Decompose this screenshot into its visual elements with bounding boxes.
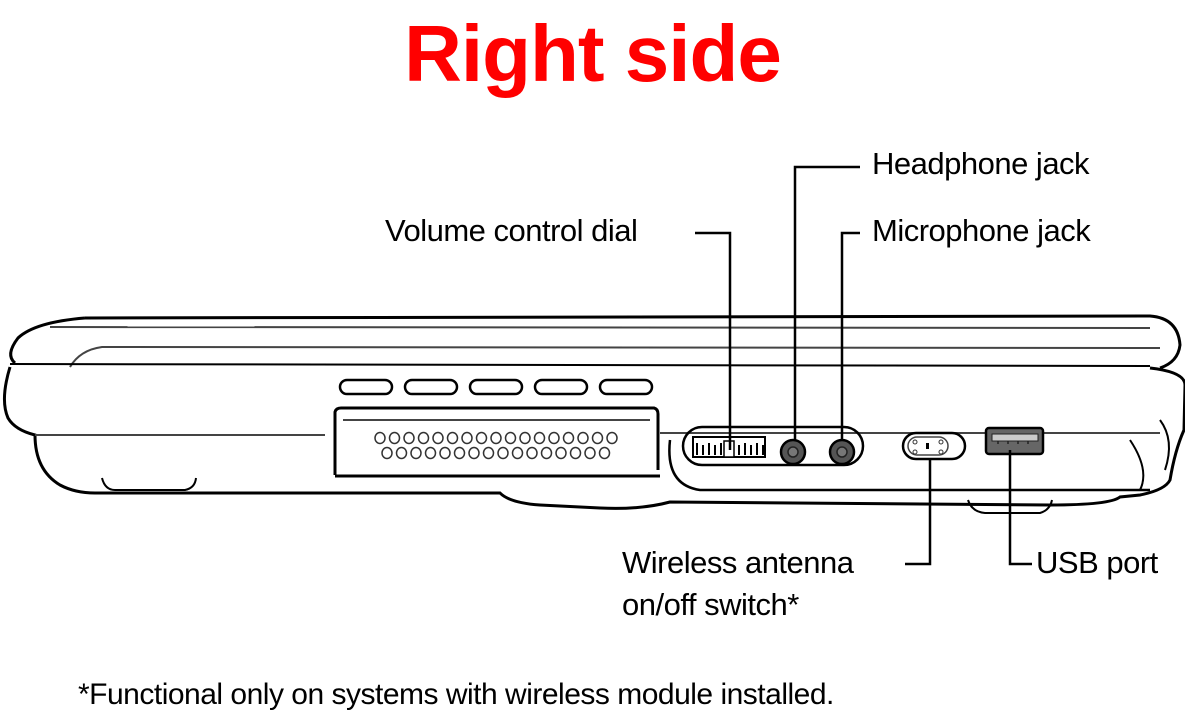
grille-hole: [497, 446, 509, 460]
grille-hole: [591, 431, 604, 445]
leader-usb: [1008, 450, 1032, 566]
label-headphone-jack: Headphone jack: [872, 146, 1090, 181]
microphone-jack-icon[interactable]: [828, 438, 856, 466]
laptop-body: [3, 314, 1185, 514]
grille-hole: [540, 446, 553, 460]
grille-hole: [490, 431, 502, 445]
side-panel-grille: [333, 406, 660, 478]
grille-hole: [446, 431, 459, 445]
diagram-title: Right side: [404, 9, 782, 98]
leader-wireless: [905, 458, 932, 566]
grille-hole: [374, 431, 386, 445]
grille-hole: [548, 431, 560, 445]
leader-volume: [695, 231, 732, 450]
label-wireless-switch-line2: on/off switch*: [622, 587, 799, 622]
grille-hole: [417, 431, 430, 445]
grille-hole: [526, 446, 538, 460]
grille-hole: [584, 446, 596, 460]
grille-hole: [598, 446, 611, 460]
grille-hole: [577, 431, 589, 445]
vent-slots: [338, 378, 654, 396]
grille-hole: [511, 446, 524, 460]
grille-hole: [519, 431, 531, 445]
grille-hole: [432, 431, 444, 445]
grille-hole: [569, 446, 582, 460]
label-usb-port: USB port: [1036, 545, 1158, 580]
grille-hole: [461, 431, 473, 445]
grille-hole: [410, 446, 422, 460]
usb-port-icon[interactable]: [984, 426, 1045, 456]
leader-microphone: [840, 231, 860, 440]
grille-hole: [381, 446, 393, 460]
grille-hole: [403, 431, 415, 445]
footnote: *Functional only on systems with wireles…: [78, 678, 834, 711]
grille-hole: [562, 431, 575, 445]
grille-hole: [439, 446, 451, 460]
grille-hole: [533, 431, 546, 445]
grille-hole: [395, 446, 408, 460]
wireless-switch-icon[interactable]: [901, 431, 967, 461]
grille-hole: [468, 446, 480, 460]
grille-hole: [388, 431, 401, 445]
grille-hole: [475, 431, 488, 445]
label-microphone-jack: Microphone jack: [872, 213, 1091, 248]
grille-hole: [555, 446, 567, 460]
leader-headphone: [793, 165, 860, 440]
audio-port-plate: [668, 425, 1150, 492]
grille-hole: [482, 446, 495, 460]
grille-hole: [453, 446, 466, 460]
leader-lines: [695, 165, 1032, 566]
headphone-jack-icon[interactable]: [779, 438, 807, 466]
grille-hole: [424, 446, 437, 460]
volume-dial-icon[interactable]: [692, 436, 766, 458]
grille-hole: [504, 431, 517, 445]
label-volume-control-dial: Volume control dial: [385, 213, 638, 248]
label-wireless-switch-line1: Wireless antenna: [622, 545, 854, 580]
grille-hole: [606, 431, 618, 445]
